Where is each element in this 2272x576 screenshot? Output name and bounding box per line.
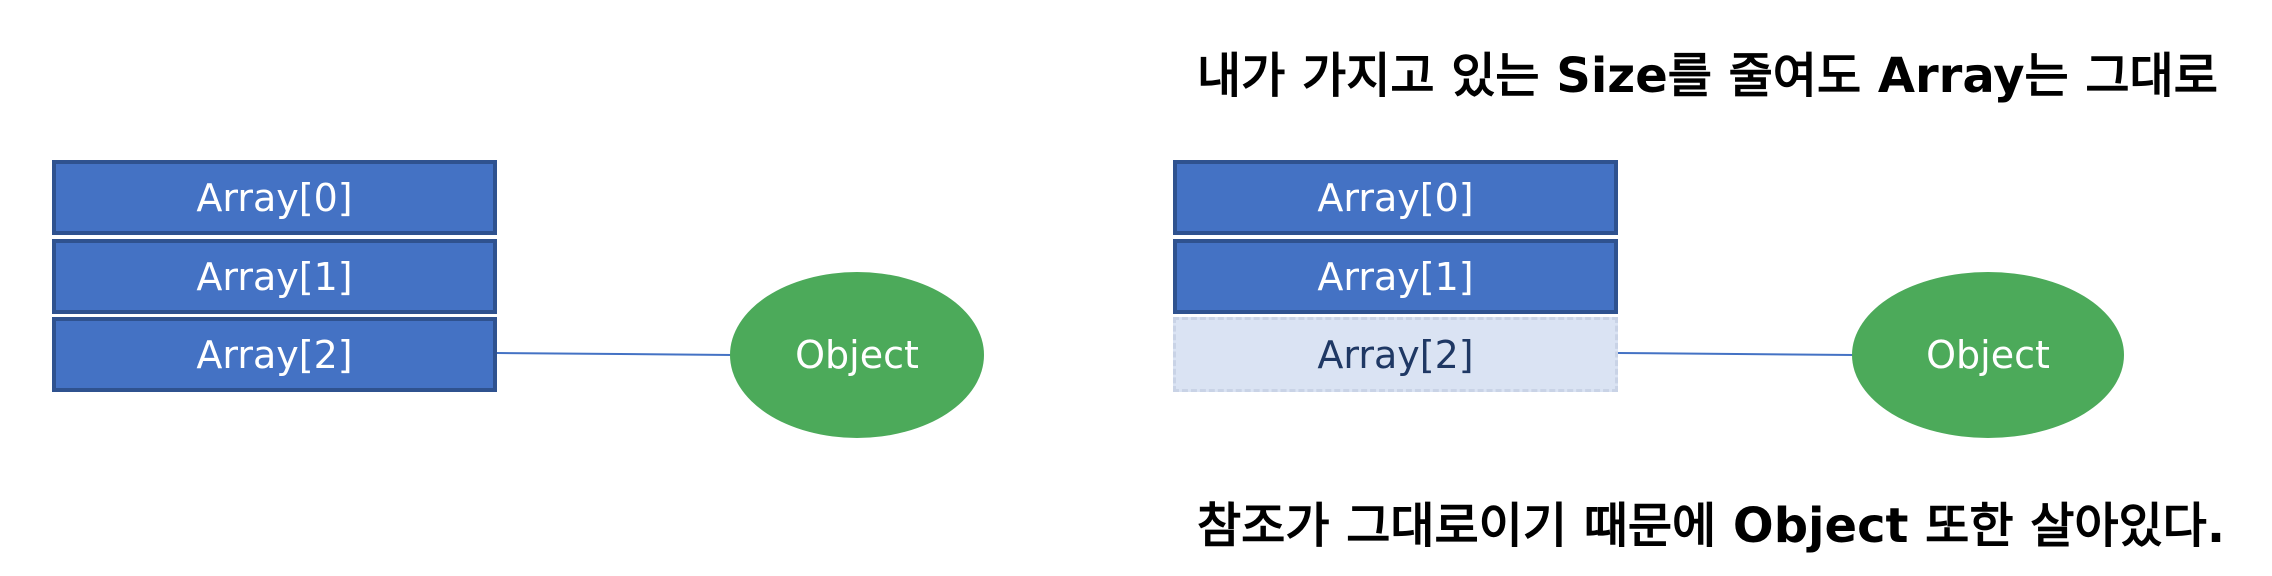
right-caption-top: 내가 가지고 있는 Size를 줄여도 Array는 그대로 <box>1197 48 2218 104</box>
right-array-cell-1: Array[1] <box>1173 239 1618 314</box>
left-object-ellipse: Object <box>730 272 984 438</box>
right-array-cell-2-released: Array[2] <box>1173 317 1618 392</box>
left-array-cell-1: Array[1] <box>52 239 497 314</box>
left-array-cell-2: Array[2] <box>52 317 497 392</box>
right-array-cell-0: Array[0] <box>1173 160 1618 235</box>
left-array-cell-0: Array[0] <box>52 160 497 235</box>
left-reference-line <box>496 352 734 356</box>
right-reference-line <box>1617 352 1855 356</box>
right-caption-bottom: 참조가 그대로이기 때문에 Object 또한 살아있다. <box>1197 498 2226 554</box>
right-object-ellipse: Object <box>1852 272 2124 438</box>
